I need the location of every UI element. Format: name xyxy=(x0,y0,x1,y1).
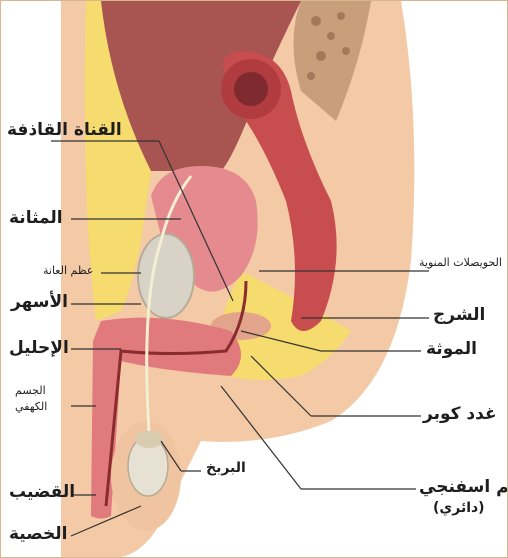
label-corpus-spongiosum-1: جسم اسفنجي xyxy=(419,478,508,497)
label-penis: القضيب xyxy=(9,483,75,502)
label-corpus-spongiosum-2: (دائري) xyxy=(433,501,485,516)
label-testis: الخصية xyxy=(9,525,67,544)
label-corpus-cavernosum-1: الجسم xyxy=(15,385,46,397)
epididymis-shape xyxy=(135,430,163,448)
pubic-bone xyxy=(138,234,194,318)
label-urethra: الإحليل xyxy=(9,339,69,358)
label-prostate: الموثة xyxy=(426,340,477,359)
label-bladder: المثانة xyxy=(9,209,63,228)
label-ureter: الأسهر xyxy=(11,293,68,312)
label-vas-deferens: القناة القاذفة xyxy=(7,121,122,140)
label-corpus-cavernosum-2: الكهفي xyxy=(15,401,47,413)
label-seminal-vesicles: الحويصلات المنوية xyxy=(419,257,502,269)
label-rectum: الشرج xyxy=(433,306,485,325)
label-epididymis: البربخ xyxy=(206,461,246,476)
label-pubic-bone: عظم العانة xyxy=(43,265,93,277)
label-cowper-glands: غدد كوبر xyxy=(423,405,497,424)
